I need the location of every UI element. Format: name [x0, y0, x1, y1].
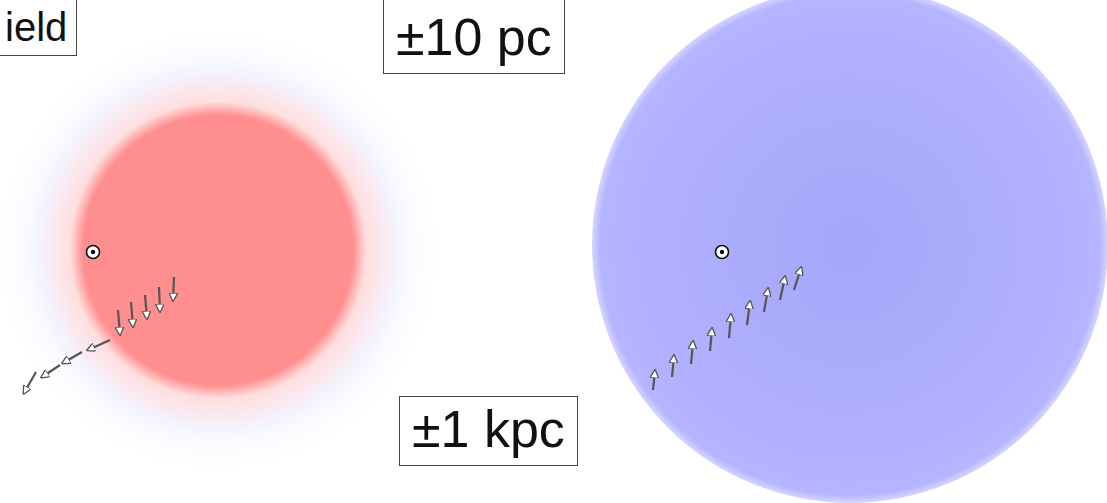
- scale-label: ield: [5, 5, 68, 49]
- velocity-arrows-blue: [653, 268, 801, 390]
- label-box: ±1 kpc: [399, 396, 578, 466]
- red-disk: [0, 25, 443, 475]
- scale-label: ±10 pc: [396, 9, 552, 66]
- label-box: ield: [0, 0, 77, 56]
- velocity-arrows-red: [24, 277, 174, 393]
- sun-symbol: [87, 246, 100, 259]
- blue-disk: [592, 0, 1107, 503]
- sun-symbol: [716, 246, 729, 259]
- label-box: ±10 pc: [383, 0, 565, 74]
- scale-label: ±1 kpc: [412, 401, 565, 458]
